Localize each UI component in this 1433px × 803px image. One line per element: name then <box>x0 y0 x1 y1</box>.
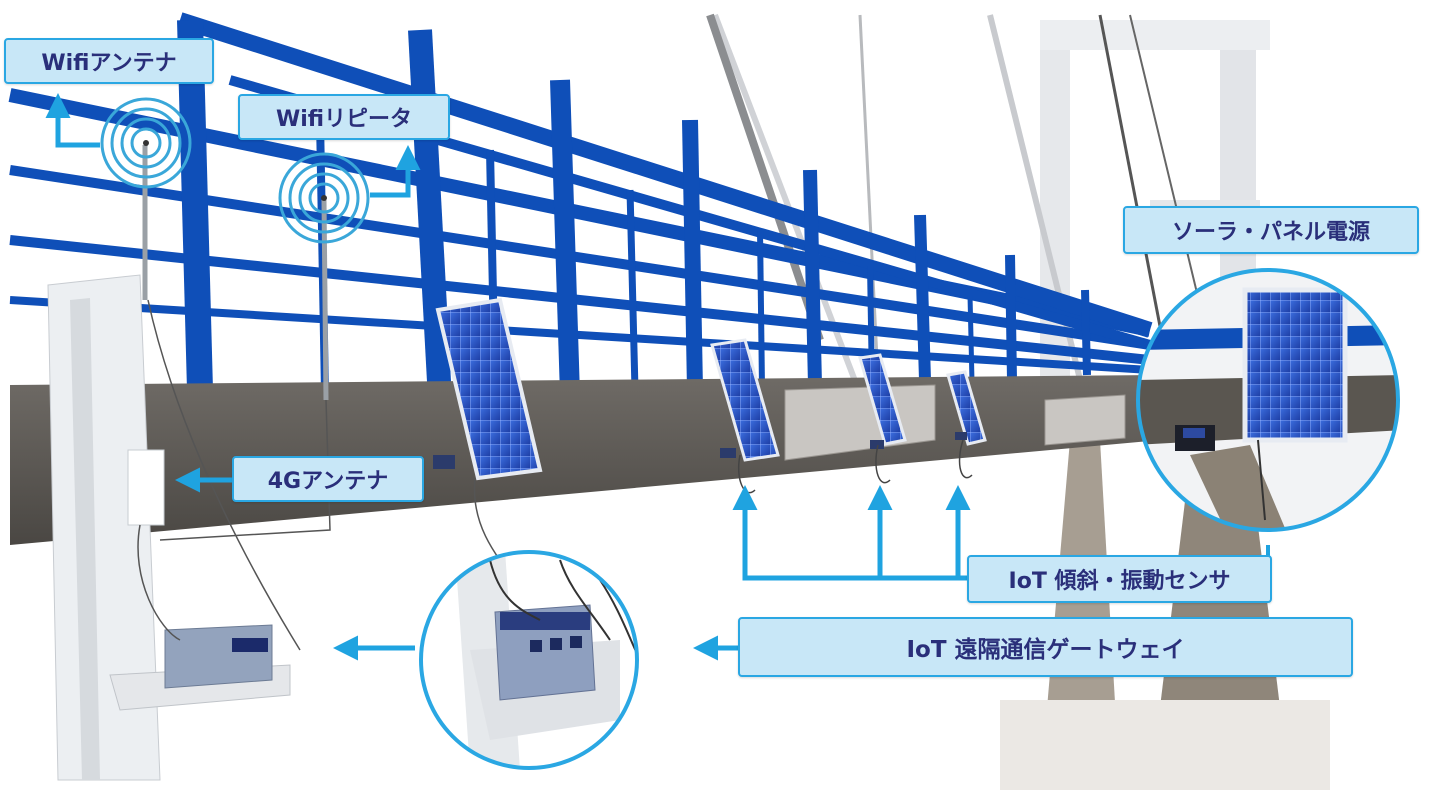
wifi-signal-icon <box>278 152 370 244</box>
arrow-icon <box>45 93 1270 661</box>
iot-gateway-label: IoT 遠隔通信ゲートウェイ <box>738 617 1353 677</box>
wifi-repeater-label: Wifiリピータ <box>238 94 450 140</box>
wifi-antenna-label: Wifiアンテナ <box>4 38 214 84</box>
iot-sensor-label: IoT 傾斜・振動センサ <box>967 555 1272 603</box>
blue-railing <box>8 12 1153 401</box>
cables <box>137 299 531 651</box>
gateway-zoom-inset <box>419 550 639 770</box>
iot-sensor <box>433 432 967 469</box>
solar-zoom-inset <box>1136 268 1400 532</box>
4g-antenna-label: 4Gアンテナ <box>232 456 424 502</box>
solar-panel-power-label: ソーラ・パネル電源 <box>1123 206 1419 254</box>
wifi-signal-icon <box>100 97 192 189</box>
solar-panel <box>435 297 987 481</box>
pole <box>47 274 291 781</box>
